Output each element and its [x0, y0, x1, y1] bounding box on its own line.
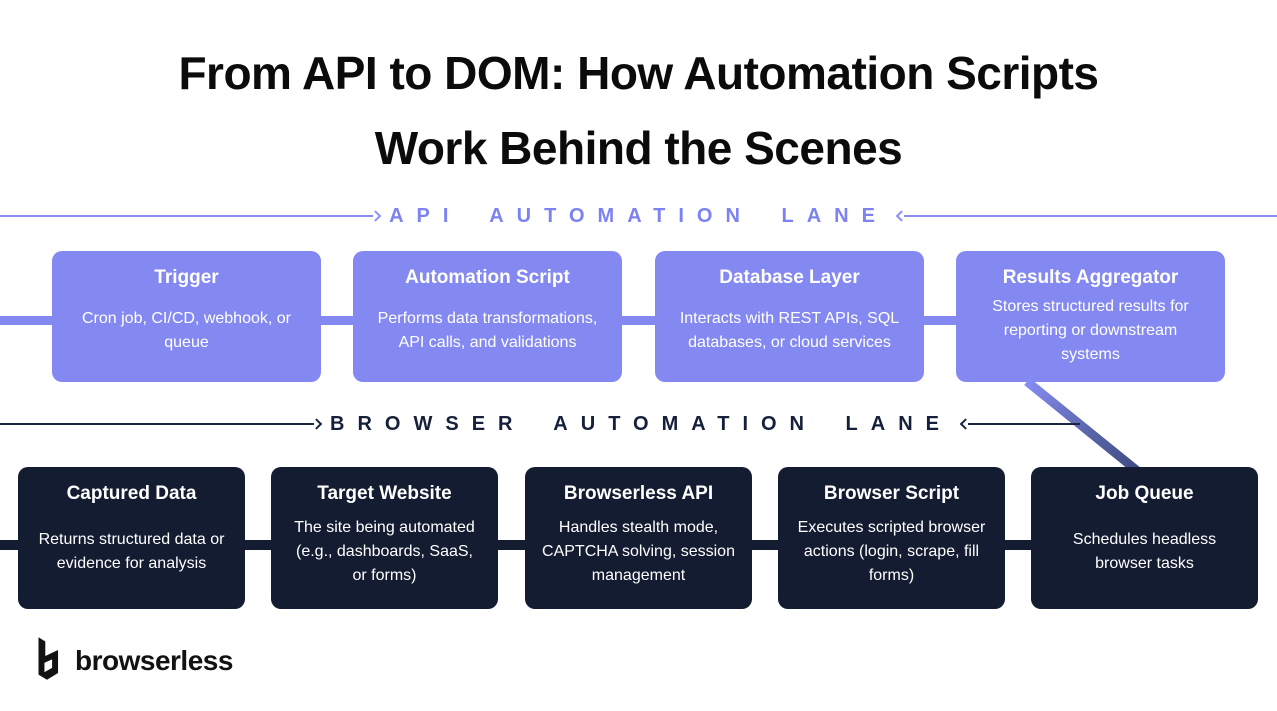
arrowhead-right-icon	[370, 210, 382, 222]
box-body: Handles stealth mode, CAPTCHA solving, s…	[542, 519, 735, 584]
api-connector	[0, 316, 52, 325]
arrowhead-right-icon	[310, 418, 323, 430]
arrowhead-left-icon	[895, 210, 908, 222]
box-browserless-api: Browserless API Handles stealth mode, CA…	[525, 467, 752, 609]
brand-logo: browserless	[30, 636, 233, 686]
browser-lane-right-line	[968, 423, 1080, 425]
browser-connector	[751, 540, 779, 550]
box-target-website: Target Website The site being automated …	[271, 467, 498, 609]
box-automation-script: Automation Script Performs data transfor…	[353, 251, 622, 382]
box-body: Stores structured results for reporting …	[992, 297, 1189, 363]
browser-lane-divider: BROWSER AUTOMATION LANE	[0, 413, 1080, 435]
api-connector	[923, 316, 957, 325]
box-title: Browser Script	[823, 483, 960, 504]
box-body: Executes scripted browser actions (login…	[797, 519, 986, 584]
box-title: Automation Script	[405, 267, 570, 288]
box-title: Target Website	[317, 483, 452, 504]
browserless-b-mark-icon	[30, 636, 64, 686]
box-title: Browserless API	[563, 483, 714, 504]
arrowhead-left-icon	[959, 418, 972, 430]
box-body: Returns structured data or evidence for …	[38, 531, 225, 572]
box-body: Cron job, CI/CD, webhook, or queue	[82, 309, 291, 351]
box-body: Performs data transformations, API calls…	[377, 309, 598, 351]
api-lane-divider: API AUTOMATION LANE	[0, 205, 1277, 227]
box-job-queue: Job Queue Schedules headless browser tas…	[1031, 467, 1258, 609]
browser-connector	[1004, 540, 1032, 550]
api-lane-label: API AUTOMATION LANE	[389, 204, 888, 227]
box-title: Database Layer	[719, 267, 860, 288]
diagram-title: From API to DOM: How Automation Scripts …	[0, 36, 1277, 186]
box-title: Results Aggregator	[1002, 267, 1179, 288]
browser-lane-left-line	[0, 423, 315, 425]
box-body: The site being automated (e.g., dashboar…	[294, 519, 475, 584]
box-title: Trigger	[154, 267, 219, 288]
browser-connector	[245, 540, 272, 550]
browser-lane-label: BROWSER AUTOMATION LANE	[330, 412, 952, 435]
browser-connector	[0, 540, 18, 550]
box-results-aggregator: Results Aggregator Stores structured res…	[956, 251, 1225, 382]
diagram-title-line1: From API to DOM: How Automation Scripts	[178, 47, 1099, 99]
api-lane-right-line	[903, 215, 1277, 217]
api-connector	[622, 316, 656, 325]
box-body: Schedules headless browser tasks	[1072, 531, 1217, 572]
brand-name: browserless	[75, 645, 233, 676]
api-lane-left-line	[0, 215, 374, 217]
box-title: Job Queue	[1095, 483, 1194, 504]
api-connector	[321, 316, 354, 325]
box-captured-data: Captured Data Returns structured data or…	[18, 467, 245, 609]
box-title: Captured Data	[66, 483, 197, 504]
box-browser-script: Browser Script Executes scripted browser…	[778, 467, 1005, 609]
browser-connector	[498, 540, 526, 550]
box-trigger: Trigger Cron job, CI/CD, webhook, or que…	[52, 251, 321, 382]
box-database-layer: Database Layer Interacts with REST APIs,…	[655, 251, 924, 382]
box-body: Interacts with REST APIs, SQL databases,…	[679, 309, 900, 351]
diagram-title-line2: Work Behind the Scenes	[374, 122, 903, 174]
